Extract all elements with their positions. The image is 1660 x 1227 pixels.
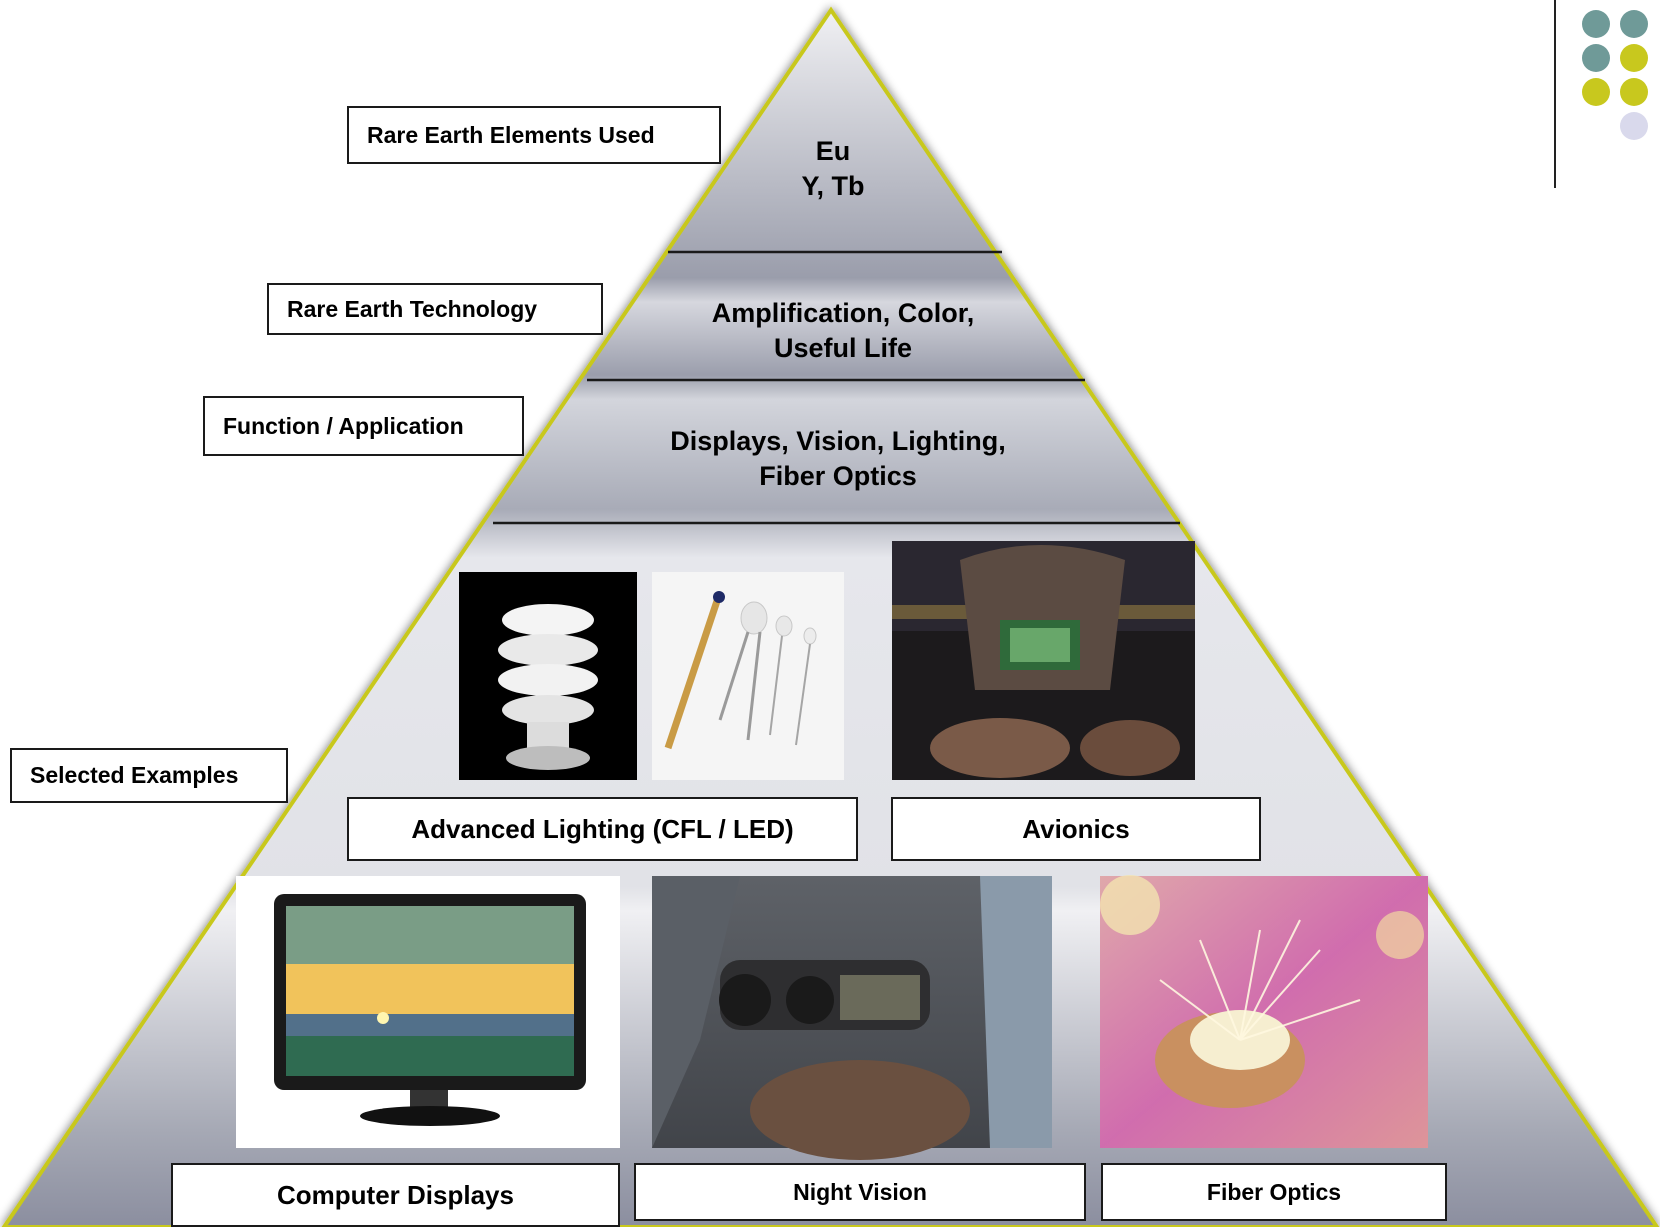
tier-technology-line1: Amplification, Color, <box>711 298 975 328</box>
tier-elements: Eu Y, Tb <box>733 134 933 204</box>
monitor-photo <box>236 876 620 1148</box>
label-examples: Selected Examples <box>10 748 288 803</box>
tier-function: Displays, Vision, Lighting, Fiber Optics <box>608 424 1068 494</box>
decor-dot-olive-2 <box>1582 78 1610 106</box>
caption-fiber-optics: Fiber Optics <box>1101 1163 1447 1221</box>
fiber-optics-photo <box>1100 875 1428 1148</box>
led-photo <box>652 572 844 780</box>
decor-dot-teal-3 <box>1582 44 1610 72</box>
tier-function-line2: Fiber Optics <box>759 461 917 491</box>
caption-advanced-lighting: Advanced Lighting (CFL / LED) <box>347 797 858 861</box>
caption-night-vision: Night Vision <box>634 1163 1086 1221</box>
decor-dot-teal-2 <box>1620 10 1648 38</box>
night-vision-goggles-photo <box>652 876 1052 1160</box>
cfl-bulb-photo <box>459 572 637 780</box>
caption-avionics: Avionics <box>891 797 1261 861</box>
caption-computer-displays: Computer Displays <box>171 1163 620 1227</box>
decor-dot-olive-3 <box>1620 78 1648 106</box>
tier-elements-line1: Eu <box>815 136 851 166</box>
decor-dot-olive-1 <box>1620 44 1648 72</box>
tier-technology-line2: Useful Life <box>773 333 913 363</box>
decor-dot-lavender <box>1620 112 1648 140</box>
tier-technology: Amplification, Color, Useful Life <box>643 296 1043 366</box>
tier-function-line1: Displays, Vision, Lighting, <box>670 426 1006 456</box>
label-technology: Rare Earth Technology <box>267 283 603 335</box>
label-function: Function / Application <box>203 396 524 456</box>
decor-dot-teal-1 <box>1582 10 1610 38</box>
accent-line <box>1554 0 1556 188</box>
cockpit-photo <box>892 541 1195 780</box>
label-elements: Rare Earth Elements Used <box>347 106 721 164</box>
tier-elements-line2: Y, Tb <box>801 171 865 201</box>
